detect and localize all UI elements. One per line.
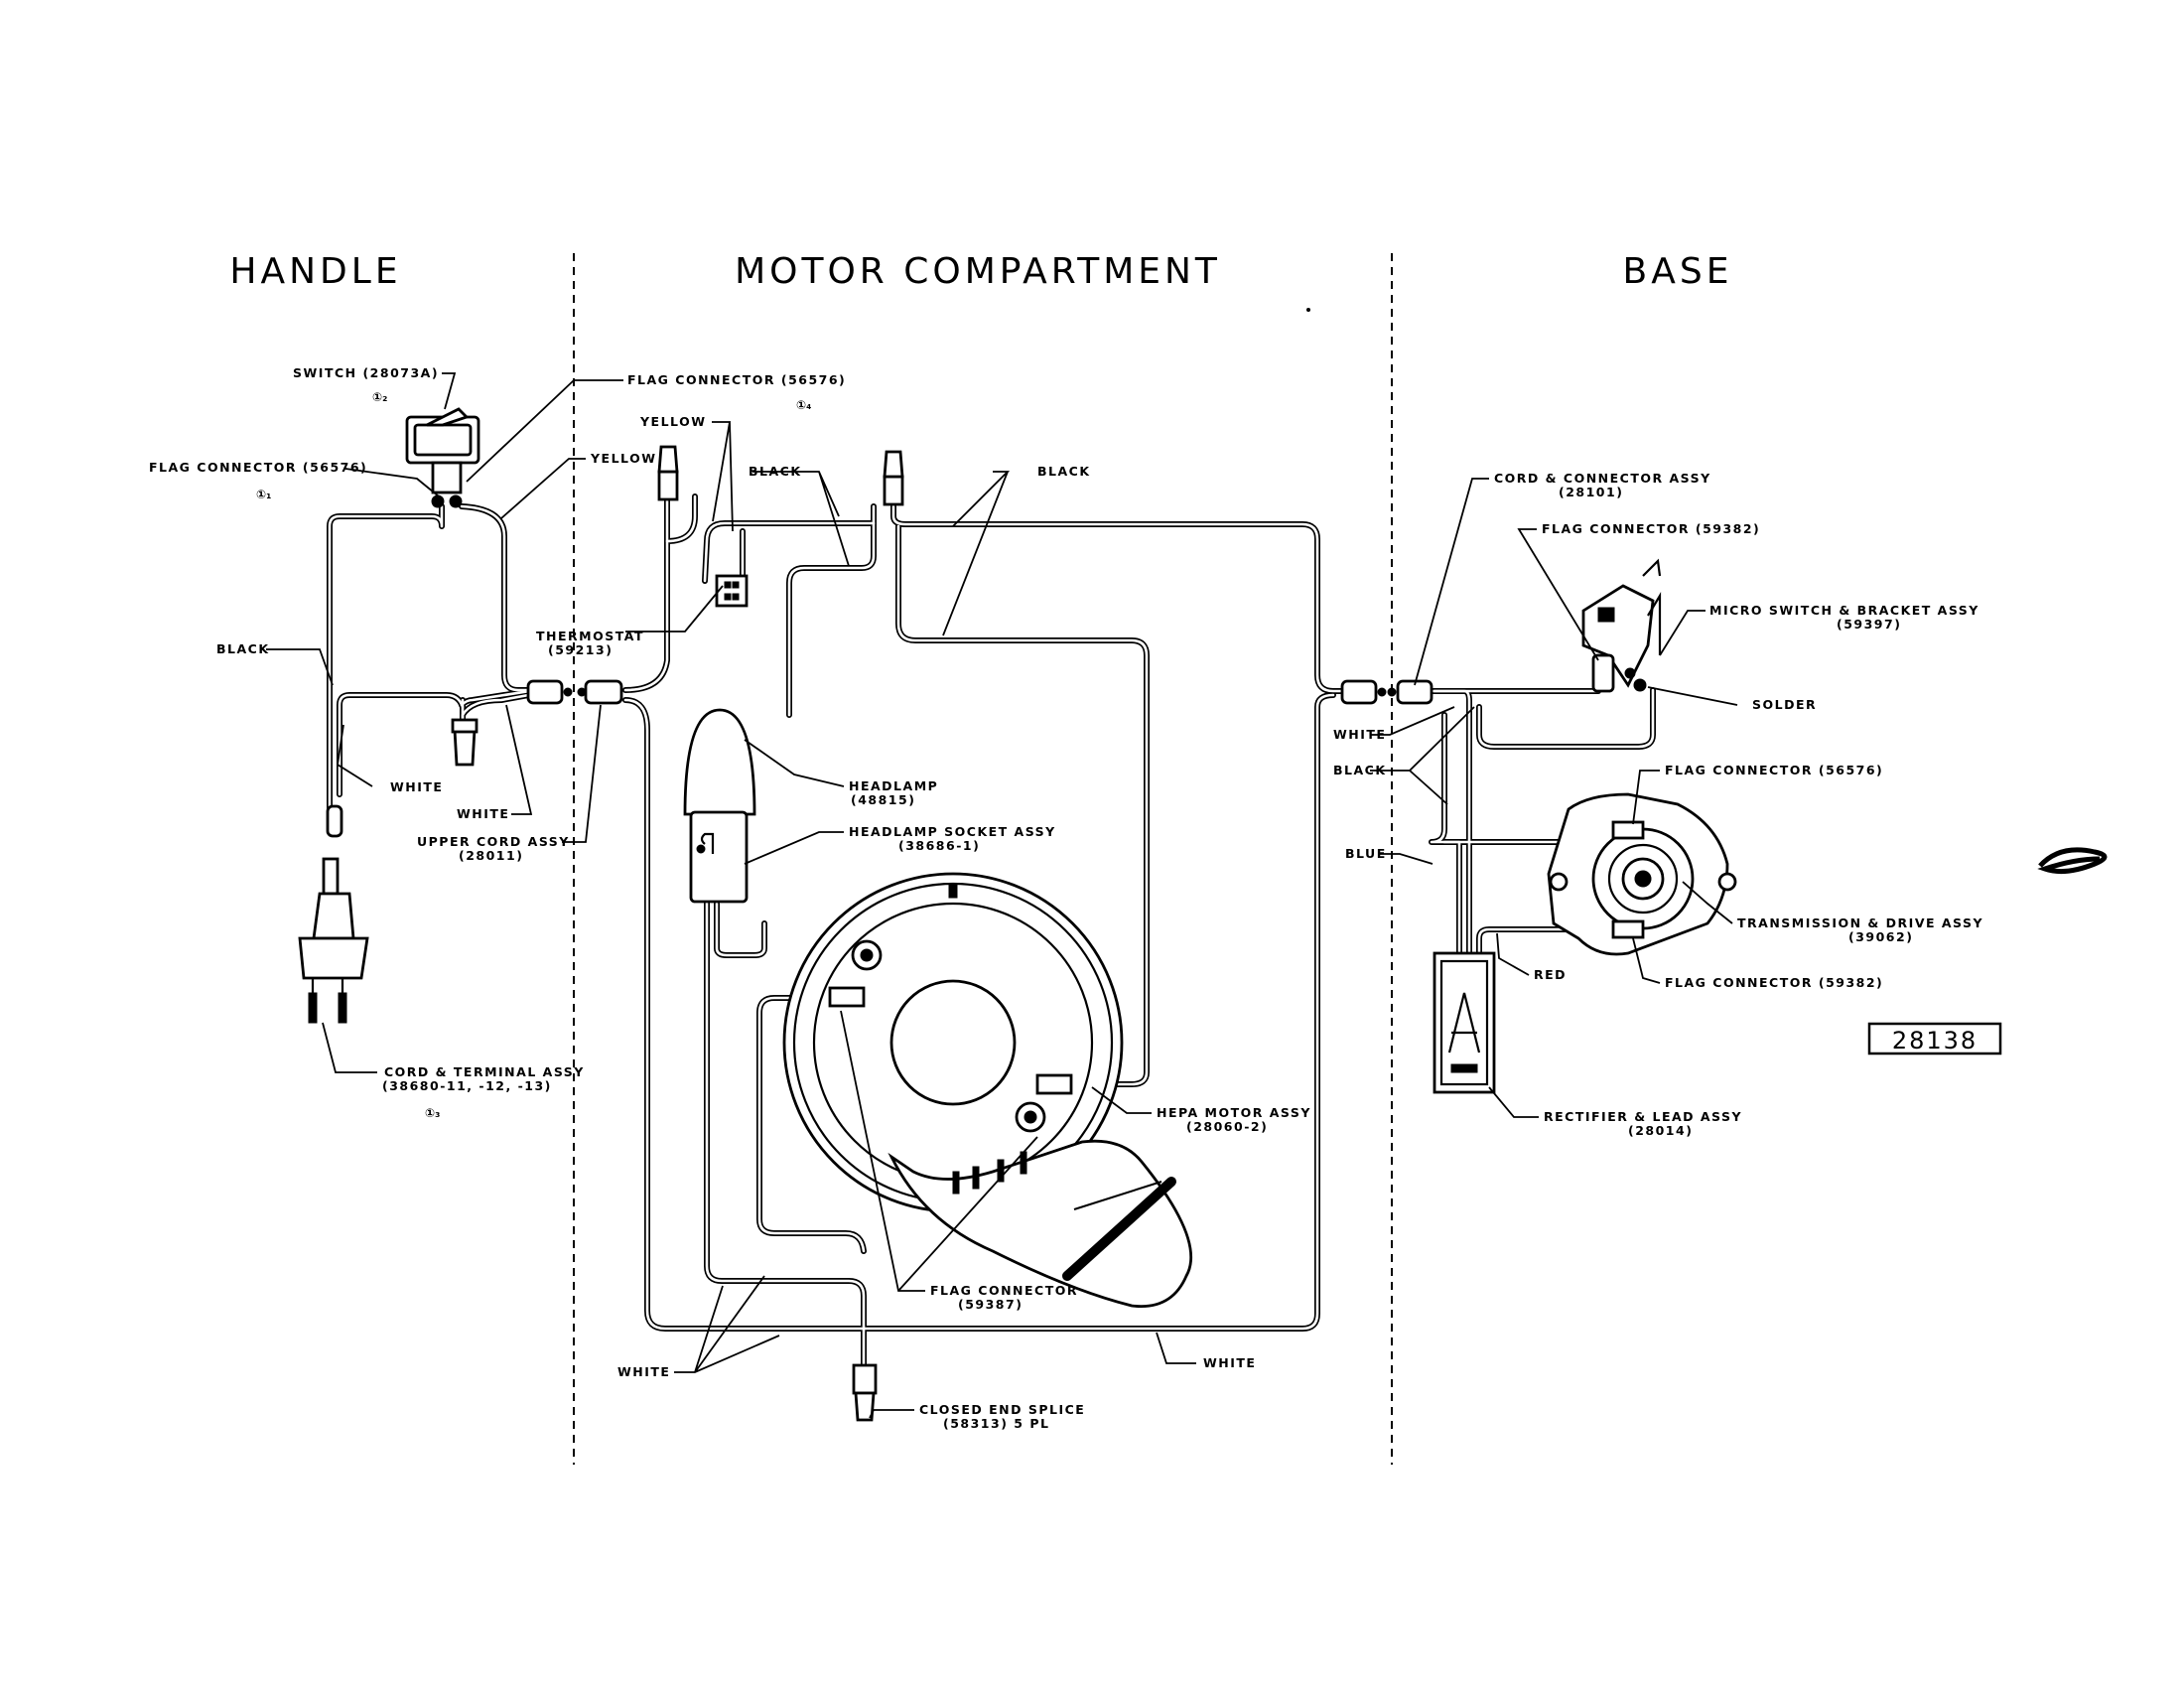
label-rectifier-2: (28014) bbox=[1628, 1123, 1693, 1138]
wire-core bbox=[715, 902, 766, 957]
wire-segment bbox=[664, 493, 698, 544]
drawing-number: 28138 bbox=[1892, 1027, 1978, 1055]
label-flag-56576-base: FLAG CONNECTOR (56576) bbox=[1665, 763, 1883, 777]
label-flag-59387-2: (59387) bbox=[958, 1297, 1023, 1312]
wires bbox=[327, 493, 1656, 1368]
label-yellow-1: YELLOW bbox=[590, 451, 657, 466]
transmission-part bbox=[1547, 792, 1737, 956]
label-splice-2: (58313) 5 PL bbox=[943, 1416, 1049, 1431]
thermostat-part bbox=[715, 574, 749, 608]
upper-cord-connectors bbox=[526, 679, 623, 705]
label-cord-conn-2: (28101) bbox=[1559, 485, 1623, 499]
label-cord-conn-1: CORD & CONNECTOR ASSY bbox=[1494, 471, 1711, 486]
wire-core bbox=[705, 897, 866, 1367]
wire-core bbox=[703, 521, 876, 583]
drawing-number-box bbox=[1867, 1022, 2002, 1056]
label-splice-1: CLOSED END SPLICE bbox=[919, 1402, 1085, 1417]
label-trans-2: (39062) bbox=[1848, 929, 1913, 944]
wire-core bbox=[623, 494, 669, 692]
label-trans-1: TRANSMISSION & DRIVE ASSY bbox=[1737, 915, 1983, 930]
base-cord-connectors bbox=[1340, 679, 1433, 705]
hepa-motor-part bbox=[782, 872, 1193, 1309]
label-white-1: WHITE bbox=[390, 779, 443, 794]
label-flag-conn-left-num: ①₁ bbox=[256, 488, 271, 501]
label-white-2: WHITE bbox=[457, 806, 509, 821]
closed-end-splices bbox=[657, 445, 904, 1422]
wire-core bbox=[328, 504, 444, 811]
label-yellow-2: YELLOW bbox=[639, 414, 707, 429]
label-white-bottom-left: WHITE bbox=[617, 1364, 670, 1379]
label-black-handle: BLACK bbox=[216, 641, 270, 656]
label-headlamp-socket-2: (38686-1) bbox=[898, 838, 980, 853]
label-red: RED bbox=[1534, 967, 1567, 982]
label-headlamp-2: (48815) bbox=[851, 792, 915, 807]
rectifier-part bbox=[1433, 951, 1496, 1094]
label-black-base: BLACK bbox=[1333, 763, 1387, 777]
label-cord-terminal-1: CORD & TERMINAL ASSY bbox=[384, 1064, 585, 1079]
label-upper-cord-1: UPPER CORD ASSY bbox=[417, 834, 570, 849]
labels: SWITCH (28073A) ①₂ FLAG CONNECTOR (56576… bbox=[149, 365, 1983, 1431]
stray-dot bbox=[1306, 308, 1310, 312]
wire-segment bbox=[459, 503, 539, 693]
label-white-bottom-right: WHITE bbox=[1203, 1355, 1256, 1370]
label-cord-terminal-num: ①₃ bbox=[425, 1106, 440, 1120]
label-micro-2: (59397) bbox=[1837, 617, 1901, 632]
label-flag-conn-top-num: ①₄ bbox=[796, 398, 811, 412]
wire-segment bbox=[786, 503, 877, 718]
wire-core bbox=[623, 693, 1335, 1331]
switch-part bbox=[405, 407, 480, 508]
wire-core bbox=[1477, 688, 1655, 749]
wire-segment bbox=[327, 503, 445, 812]
headlamp-part bbox=[683, 708, 756, 904]
wire-segment bbox=[622, 493, 670, 693]
label-switch: SWITCH (28073A) bbox=[293, 365, 439, 380]
label-black-motor-2: BLACK bbox=[1037, 464, 1091, 479]
label-blue-base: BLUE bbox=[1345, 846, 1387, 861]
label-headlamp-1: HEADLAMP bbox=[849, 778, 938, 793]
label-flag-59387-1: FLAG CONNECTOR bbox=[930, 1283, 1078, 1298]
handle-splice bbox=[451, 718, 478, 767]
leader-lines bbox=[266, 372, 1738, 1419]
label-white-base: WHITE bbox=[1333, 727, 1386, 742]
wire-core bbox=[1430, 713, 1461, 955]
label-micro-1: MICRO SWITCH & BRACKET ASSY bbox=[1709, 603, 1979, 618]
label-thermostat-1: THERMOSTAT bbox=[536, 629, 644, 643]
wire-segment bbox=[714, 901, 767, 958]
wire-core bbox=[460, 504, 538, 692]
label-upper-cord-2: (28011) bbox=[459, 848, 523, 863]
label-switch-num: ①₂ bbox=[372, 390, 387, 404]
wire-segment bbox=[1476, 687, 1656, 750]
label-flag-conn-top: FLAG CONNECTOR (56576) bbox=[627, 372, 846, 387]
label-hepa-1: HEPA MOTOR ASSY bbox=[1157, 1105, 1311, 1120]
label-flag-conn-left: FLAG CONNECTOR (56576) bbox=[149, 460, 367, 475]
label-flag-59382-bottom: FLAG CONNECTOR (59382) bbox=[1665, 975, 1883, 990]
label-rectifier-1: RECTIFIER & LEAD ASSY bbox=[1544, 1109, 1742, 1124]
label-flag-59382-top: FLAG CONNECTOR (59382) bbox=[1542, 521, 1760, 536]
label-thermostat-2: (59213) bbox=[548, 642, 613, 657]
wire-core bbox=[338, 693, 465, 796]
wire-core bbox=[757, 996, 866, 1253]
micro-switch-part bbox=[1581, 558, 1662, 693]
label-headlamp-socket-1: HEADLAMP SOCKET ASSY bbox=[849, 824, 1056, 839]
label-hepa-2: (28060-2) bbox=[1186, 1119, 1268, 1134]
wire-segment bbox=[890, 503, 1363, 694]
section-title-motor: MOTOR COMPARTMENT bbox=[735, 251, 1221, 292]
label-cord-terminal-2: (38680-11, -12, -13) bbox=[382, 1078, 552, 1093]
label-solder: SOLDER bbox=[1752, 697, 1817, 712]
cord-plug-part bbox=[298, 804, 369, 1024]
wire-core bbox=[665, 494, 697, 543]
wire-core bbox=[787, 504, 876, 717]
wire-core bbox=[896, 524, 1149, 1086]
wire-core bbox=[891, 504, 1362, 693]
label-black-motor-1: BLACK bbox=[749, 464, 802, 479]
wire-core bbox=[1477, 927, 1618, 955]
section-title-handle: HANDLE bbox=[229, 251, 401, 292]
section-title-base: BASE bbox=[1623, 251, 1733, 292]
scribble-mark bbox=[2037, 847, 2108, 875]
